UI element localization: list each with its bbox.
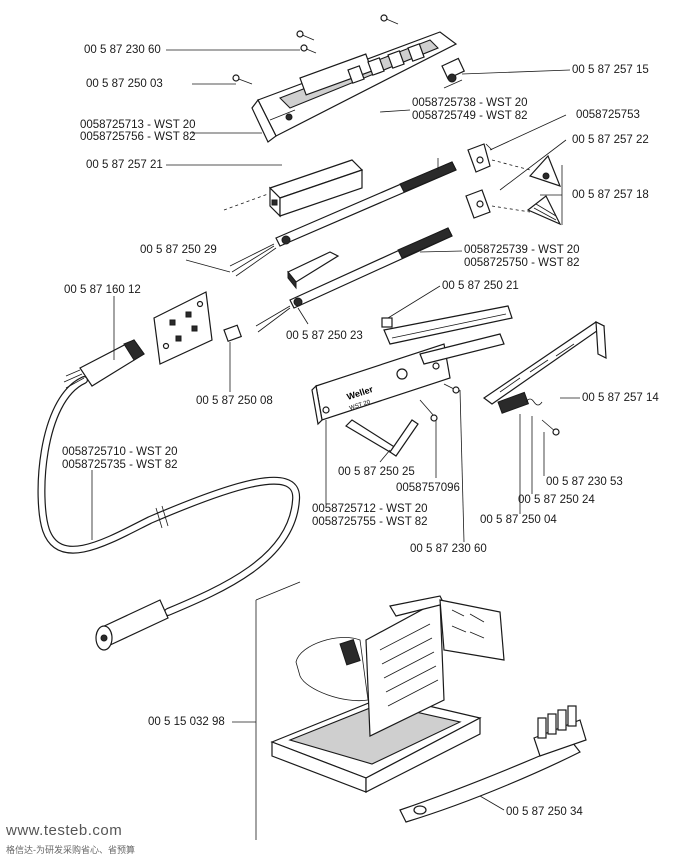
guide-rail-part (381, 305, 513, 345)
part-label-p15: 00 5 87 257 22 (572, 134, 649, 146)
part-label-p12: 0058725738 - WST 20 (412, 97, 528, 109)
part-label-p29: 00 5 87 230 60 (410, 543, 487, 555)
long-bracket-part (482, 320, 607, 405)
main-housing-part: Weller WST 20 (311, 343, 451, 426)
part-label-p5: 00 5 87 257 21 (86, 159, 163, 171)
lower-heating-element (255, 227, 453, 333)
part-label-p9: 0058725710 - WST 20 (62, 446, 178, 458)
resistor-block-part (223, 159, 364, 218)
part-label-p4: 0058725756 - WST 82 (80, 131, 196, 143)
part-label-p27: 0058725755 - WST 82 (312, 516, 428, 528)
tip-brackets (465, 143, 531, 219)
part-label-p1: 00 5 87 230 60 (84, 44, 161, 56)
cable-assembly (37, 339, 301, 651)
socket-connector (441, 57, 466, 89)
part-label-p18: 0058725750 - WST 82 (464, 257, 580, 269)
spring-clip-part (497, 391, 543, 414)
part-label-p10: 0058725735 - WST 82 (62, 459, 178, 471)
small-clip-part (223, 324, 243, 343)
watermark-site: www.testeb.com (6, 822, 123, 839)
slide-rail-part (419, 333, 505, 365)
upper-heating-element (229, 158, 457, 277)
part-label-p13: 0058725749 - WST 82 (412, 110, 528, 122)
leader-lines (91, 49, 580, 811)
part-label-p28: 00 5 87 250 04 (480, 514, 557, 526)
part-label-p14: 0058725753 (576, 109, 640, 121)
watermark-tagline: 格信达-为研发采购省心、省预算 (6, 845, 135, 855)
housing-screws (419, 383, 560, 436)
part-label-p26: 0058725712 - WST 20 (312, 503, 428, 515)
part-label-p20: 00 5 87 250 23 (286, 330, 363, 342)
top-cover-part (251, 31, 458, 143)
part-label-p23: 0058757096 (396, 482, 460, 494)
part-label-p6: 00 5 87 250 29 (140, 244, 217, 256)
circuit-board-part (153, 291, 213, 365)
part-label-p8: 00 5 87 250 08 (196, 395, 273, 407)
part-label-p11: 00 5 87 257 15 (572, 64, 649, 76)
part-label-p7: 00 5 87 160 12 (64, 284, 141, 296)
part-label-p19: 00 5 87 250 21 (442, 280, 519, 292)
part-label-p16: 00 5 87 257 18 (572, 189, 649, 201)
allen-key-part (345, 419, 419, 457)
part-label-p25: 00 5 87 250 24 (518, 494, 595, 506)
tweezer-tips (526, 154, 562, 226)
part-label-p17: 0058725739 - WST 20 (464, 244, 580, 256)
part-label-p3: 0058725713 - WST 20 (80, 119, 196, 131)
cleaning-brush-part (399, 705, 587, 823)
part-label-p21: 00 5 87 257 14 (582, 392, 659, 404)
top-screws (232, 14, 399, 85)
part-label-p24: 00 5 87 230 53 (546, 476, 623, 488)
part-label-p31: 00 5 87 250 34 (506, 806, 583, 818)
part-label-p30: 00 5 15 032 98 (148, 716, 225, 728)
part-label-p22: 00 5 87 250 25 (338, 466, 415, 478)
stand-holder-part (270, 595, 505, 793)
part-label-p2: 00 5 87 250 03 (86, 78, 163, 90)
